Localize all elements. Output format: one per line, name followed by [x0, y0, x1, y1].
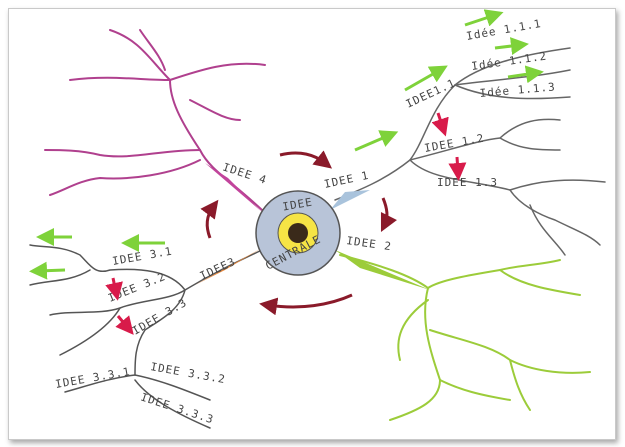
cycle-arrows	[200, 150, 398, 316]
branch-idee-3	[29, 244, 263, 429]
green-arrow-icon	[29, 261, 66, 280]
branch-idee-1	[334, 47, 606, 256]
label-idee-1-1-2[interactable]: Idée 1.1.2	[471, 49, 548, 72]
label-idee-1-1-3[interactable]: Idée 1.1.3	[479, 80, 556, 100]
central-idea[interactable]: IDEE CENTRALE	[255, 190, 341, 276]
label-idee-4[interactable]: IDEE 4	[221, 160, 269, 187]
cycle-arrow-icon	[259, 293, 353, 316]
label-idee-1-1[interactable]: IDEE1.1	[404, 76, 458, 110]
label-idee-3-3-1[interactable]: IDEE 3.3.1	[54, 365, 131, 391]
cycle-arrow-icon	[380, 197, 398, 233]
central-label-line1: IDEE	[281, 195, 313, 213]
red-arrow-icon	[448, 156, 467, 181]
label-idee-1-2[interactable]: IDEE 1.2	[423, 132, 485, 155]
label-idee-3-1[interactable]: IDEE 3.1	[111, 245, 173, 268]
branch-3-wedge	[195, 248, 262, 285]
label-idee-3-3-3[interactable]: IDEE 3.3.3	[139, 390, 216, 426]
central-core	[288, 223, 308, 243]
green-arrow-icon	[354, 130, 399, 152]
red-arrow-icon	[105, 277, 123, 301]
label-idee-3[interactable]: IDEE3	[198, 255, 238, 283]
red-arrows	[105, 112, 467, 335]
cycle-arrow-icon	[279, 150, 333, 169]
green-arrow-icon	[404, 65, 448, 92]
branch-1-wedge	[330, 190, 370, 210]
green-arrows	[29, 9, 544, 280]
green-arrow-icon	[464, 9, 504, 27]
green-arrow-icon	[507, 65, 544, 84]
branch-idee-2	[339, 254, 591, 421]
cycle-arrow-icon	[200, 199, 219, 239]
red-arrow-icon	[115, 315, 134, 335]
branch-4-wedge	[205, 163, 262, 212]
label-idee-1-3[interactable]: IDEE 1.3	[437, 176, 498, 189]
branch-2-wedge	[335, 250, 430, 290]
green-arrow-icon	[494, 37, 529, 56]
label-idee-2[interactable]: IDEE 2	[346, 234, 393, 253]
red-arrow-icon	[431, 112, 449, 137]
